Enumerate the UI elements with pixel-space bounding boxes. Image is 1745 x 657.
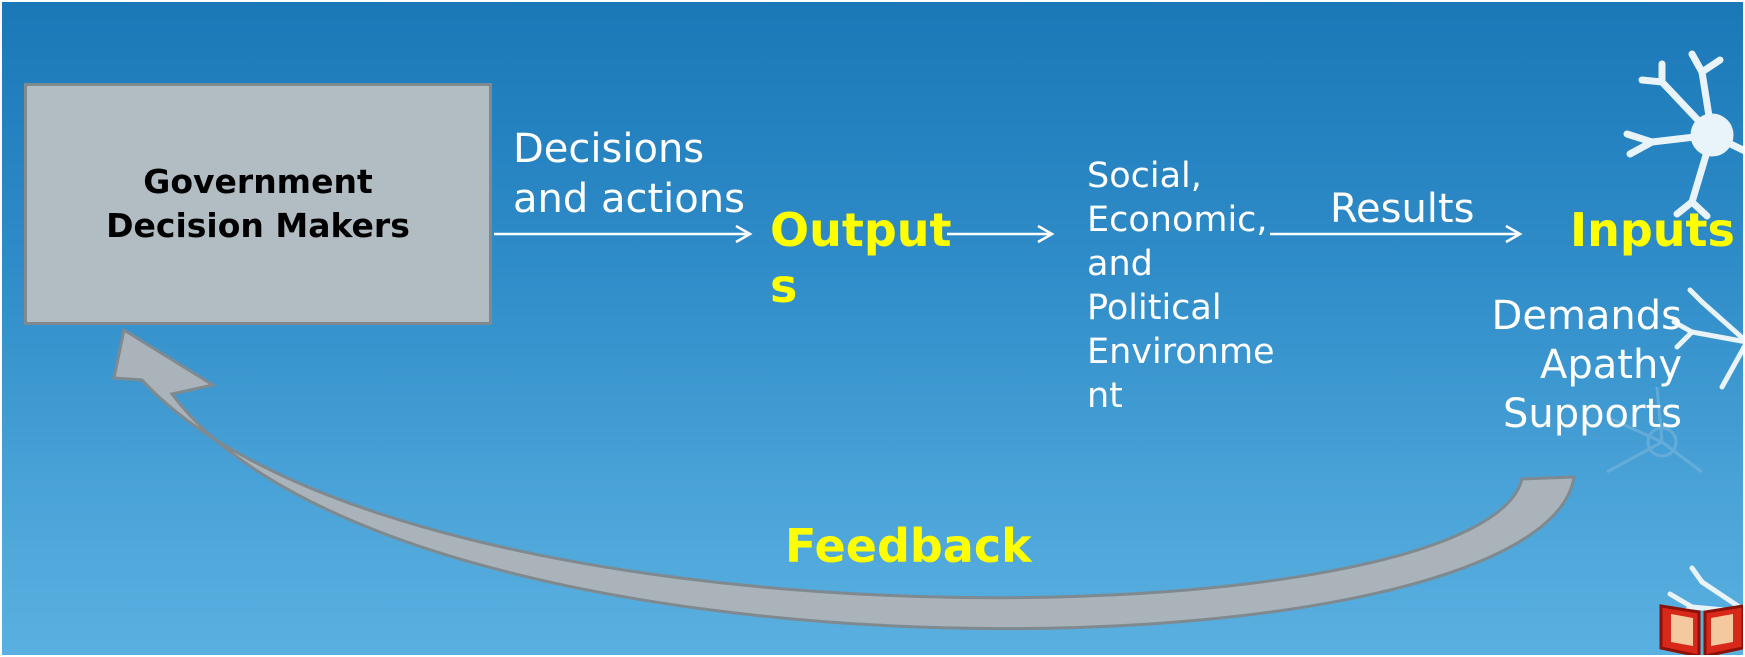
decisions-label: Decisions and actions [513, 126, 745, 222]
box-label: Government Decision Makers [106, 162, 410, 245]
snowflake-icon [1606, 386, 1703, 474]
input-types-list: Demands Apathy Supports [1491, 293, 1682, 437]
feedback-arrow [112, 327, 1576, 631]
environment-label: Social, Economic, and Political Environm… [1087, 156, 1275, 416]
inputs-label: Inputs [1570, 203, 1735, 257]
results-label: Results [1330, 186, 1475, 232]
snowflake-icon [1671, 287, 1743, 390]
feedback-label: Feedback [785, 519, 1032, 573]
government-decision-makers-box: Government Decision Makers [24, 83, 492, 325]
book-icon [1659, 604, 1743, 655]
outputs-label: Output s [770, 203, 952, 313]
snowflake-icon [1623, 50, 1743, 220]
